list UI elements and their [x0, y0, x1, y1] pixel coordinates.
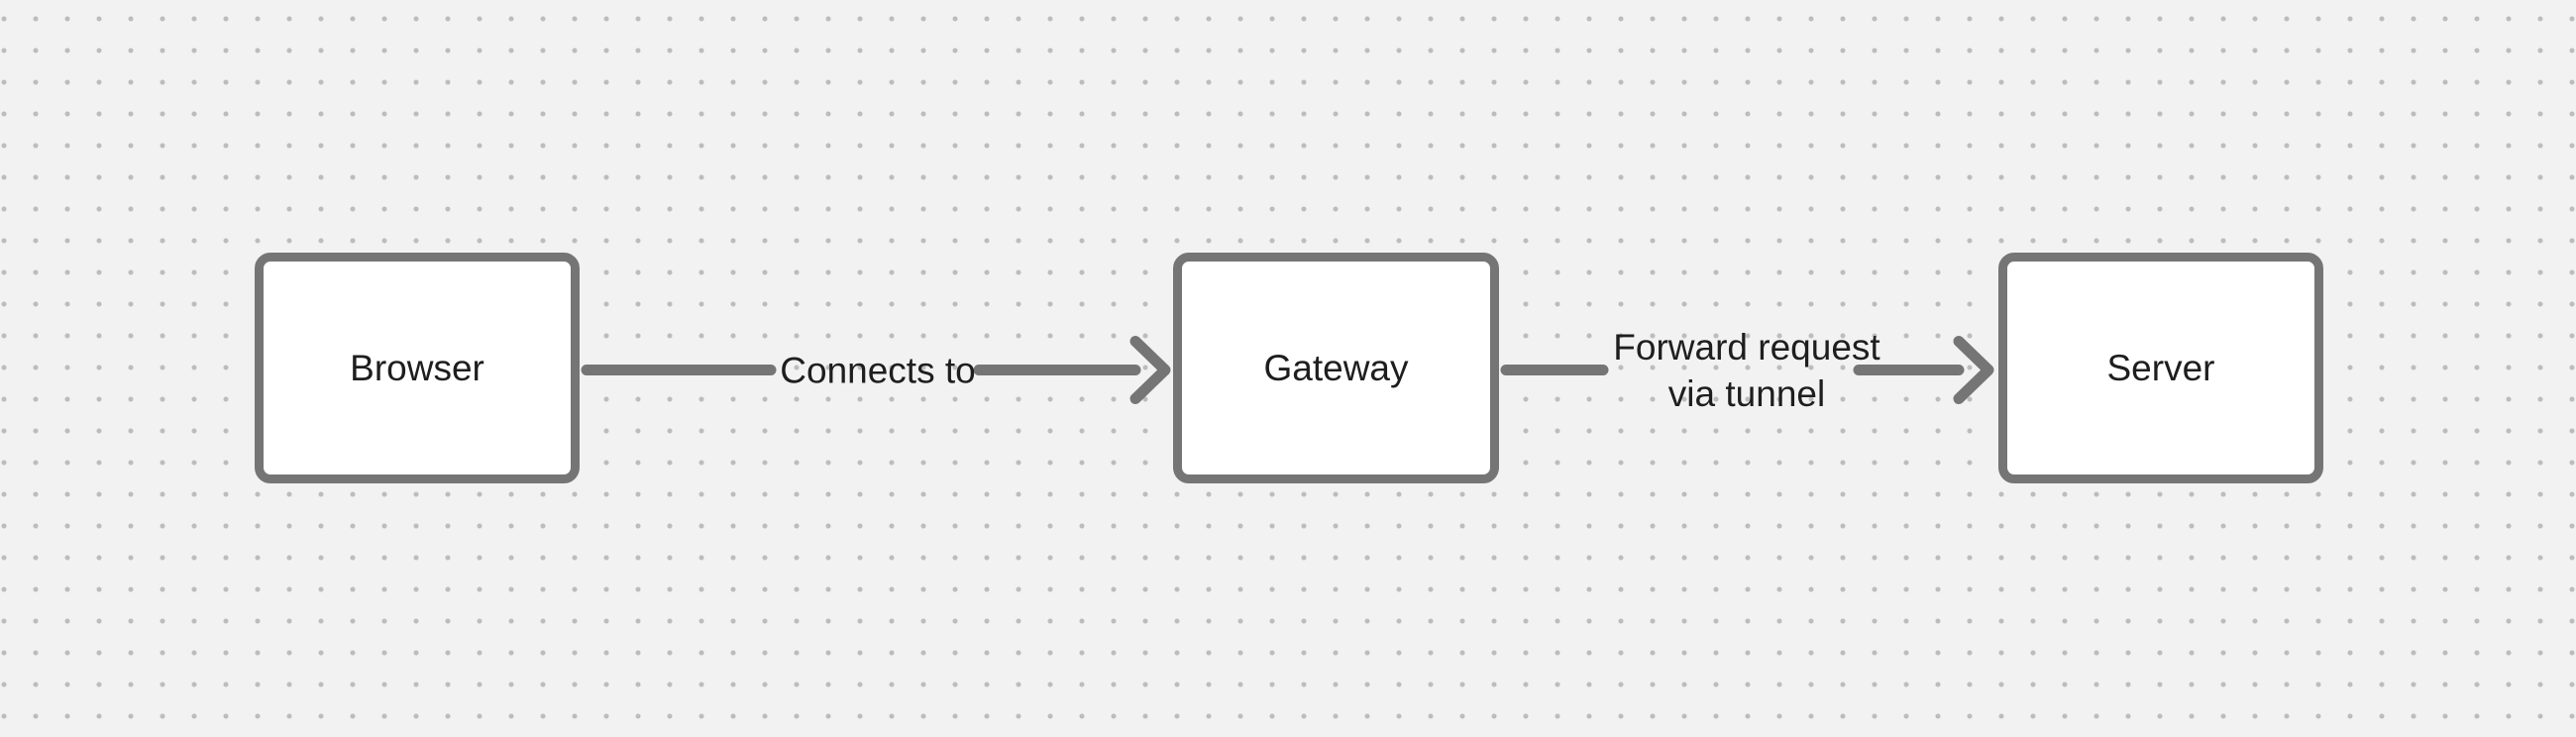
node-browser-label: Browser	[350, 347, 484, 388]
arrowhead-icon	[1129, 336, 1171, 404]
connector-label-connects-to[interactable]: Connects to	[780, 348, 975, 394]
node-server[interactable]: Server	[1998, 253, 2323, 483]
arrowhead-icon	[1953, 336, 1994, 404]
connector-label-line: via tunnel	[1667, 373, 1826, 414]
connector-label-line: Forward request	[1613, 327, 1880, 368]
node-browser[interactable]: Browser	[255, 253, 580, 483]
connector-browser-to-gateway[interactable]	[581, 336, 1171, 404]
node-server-label: Server	[2106, 347, 2215, 388]
node-gateway[interactable]: Gateway	[1173, 253, 1499, 483]
connector-label-line: Connects to	[780, 350, 976, 391]
node-gateway-label: Gateway	[1263, 347, 1409, 388]
connector-label-forward-request[interactable]: Forward request via tunnel	[1613, 324, 1879, 417]
connector-gateway-to-server[interactable]	[1500, 336, 1994, 404]
